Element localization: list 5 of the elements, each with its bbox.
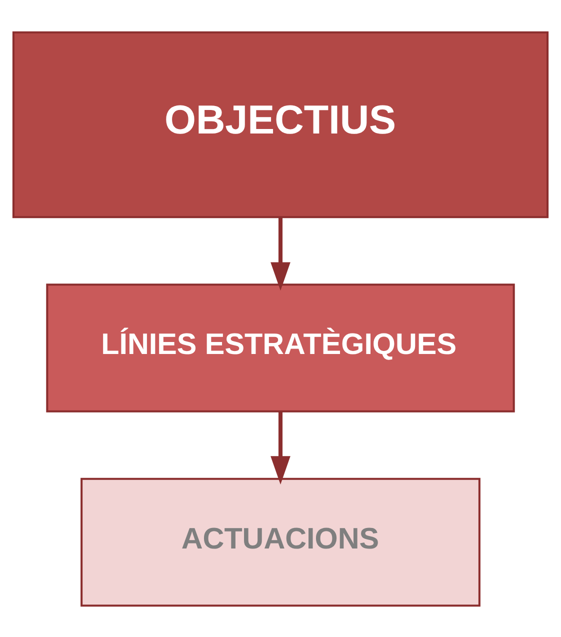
- arrow: [270, 217, 290, 290]
- node-box: OBJECTIUS: [12, 30, 549, 218]
- node-box: ACTUACIONS: [80, 477, 480, 606]
- node-box: LÍNIES ESTRATÈGIQUES: [46, 283, 515, 412]
- arrow: [270, 411, 290, 484]
